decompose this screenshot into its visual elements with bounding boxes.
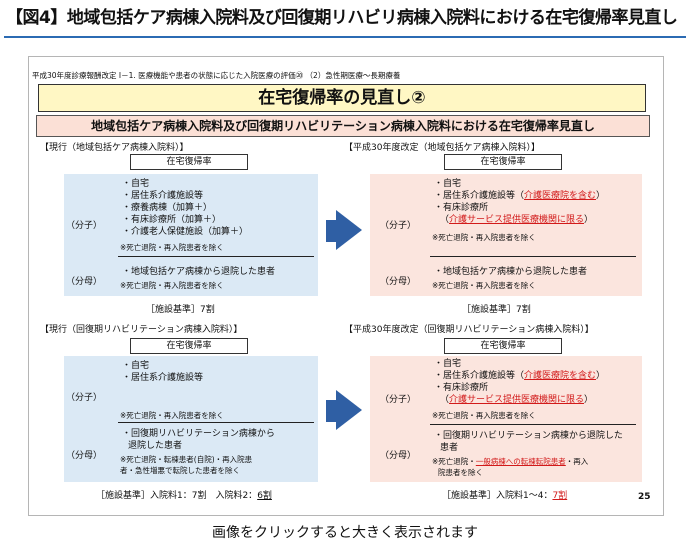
list-text: ・居住系介護施設等（ <box>434 191 525 201</box>
numerator-label: （分子） <box>380 221 417 231</box>
slide-header-line: 平成30年度診療報酬改定 Ⅰ－1. 医療機能や患者の状態に応じた入院医療の評価⑳… <box>32 71 401 80</box>
formula-box <box>370 174 642 296</box>
note-line: 院患者を除く <box>438 468 483 477</box>
list-item: ・介護老人保健施設（加算＋） <box>122 227 249 237</box>
list-item: ・回復期リハビリテーション病棟から退院した <box>434 431 623 441</box>
rate-label: 在宅復帰率 <box>130 154 248 170</box>
basis-text: ［施設基準］入院料1～4： <box>442 491 553 501</box>
list-item: ・有床診療所（加算＋） <box>122 215 222 225</box>
note-text: ※死亡退院・ <box>432 457 476 466</box>
rate-label: 在宅復帰率 <box>130 338 248 354</box>
list-text: ） <box>596 191 606 201</box>
numerator-note: ※死亡退院・再入院患者を除く <box>120 411 224 420</box>
list-item: ・自宅 <box>122 361 150 371</box>
basis-text: ［施設基準］入院料1：7割 入院料2： <box>96 491 258 501</box>
denominator-label: （分母） <box>380 277 417 287</box>
numerator-label: （分子） <box>66 393 103 403</box>
facility-basis: ［施設基準］入院料1～4：7割 <box>442 488 567 501</box>
list-text: ） <box>584 395 594 405</box>
right-arrow-icon <box>336 390 362 430</box>
highlight-text: 介護医療院を含む <box>524 191 597 201</box>
fraction-line <box>118 422 314 423</box>
numerator-list: ・自宅 ・居住系介護施設等（介護医療院を含む） ・有床診療所 （介護サービス提供… <box>434 358 605 406</box>
list-text: ） <box>596 371 606 381</box>
denominator-list: ・回復期リハビリテーション病棟から退院した 患者 <box>434 430 623 454</box>
facility-basis: ［施設基準］7割 <box>462 305 531 315</box>
figure-title: 【図4】地域包括ケア病棟入院料及び回復期リハビリ病棟入院料における在宅復帰率見直… <box>6 8 678 28</box>
note-line: 者・急性増悪で転院した患者を除く <box>120 466 240 475</box>
basis-highlight: 6割 <box>257 491 272 501</box>
sub-banner: 地域包括ケア病棟入院料及び回復期リハビリテーション病棟入院料における在宅復帰率見… <box>36 115 650 137</box>
list-text: （ <box>440 395 450 405</box>
denominator-list: ・回復期リハビリテーション病棟から 退院した患者 <box>122 428 275 452</box>
numerator-note: ※死亡退院・再入院患者を除く <box>432 233 536 242</box>
numerator-label: （分子） <box>66 221 103 231</box>
note-line: ※死亡退院・一般病棟への転棟転院患者・再入 <box>432 456 588 467</box>
numerator-list: ・自宅 ・居住系介護施設等 <box>122 360 203 384</box>
formula-box <box>64 356 318 482</box>
section-heading: 【現行（地域包括ケア病棟入院料）】 <box>40 143 189 153</box>
click-to-enlarge-caption[interactable]: 画像をクリックすると大きく表示されます <box>212 525 478 541</box>
list-item: （介護サービス提供医療機関に限る） <box>434 214 605 226</box>
list-item: 退院した患者 <box>128 441 183 451</box>
list-item: ・有床診療所 <box>434 203 489 213</box>
highlight-text: 介護サービス提供医療機関に限る <box>449 395 585 405</box>
rate-label: 在宅復帰率 <box>444 154 562 170</box>
list-item: ・自宅 <box>434 359 462 369</box>
section-heading: 【現行（回復期リハビリテーション病棟入院料）】 <box>40 325 243 335</box>
fraction-line <box>430 424 636 425</box>
formula-box <box>64 174 318 296</box>
list-text: ） <box>584 215 594 225</box>
facility-basis: ［施設基準］入院料1：7割 入院料2：6割 <box>96 488 272 501</box>
highlight-text: 介護サービス提供医療機関に限る <box>449 215 585 225</box>
section-heading: 【平成30年度改定（回復期リハビリテーション病棟入院料）】 <box>344 325 594 335</box>
denominator-label: （分母） <box>380 451 417 461</box>
list-item: ・居住系介護施設等 <box>122 373 204 383</box>
note-line: ※死亡退院・転棟患者(自院)・再入院患 <box>120 455 253 464</box>
list-item: ・回復期リハビリテーション病棟から <box>122 429 275 439</box>
basis-highlight: 7割 <box>552 491 568 501</box>
list-item: ・有床診療所 <box>434 383 489 393</box>
arrow-shaft <box>326 220 338 242</box>
list-item: （介護サービス提供医療機関に限る） <box>434 394 605 406</box>
highlight-text: 一般病棟への転棟転院患者 <box>475 457 566 466</box>
facility-basis: ［施設基準］7割 <box>146 305 215 315</box>
highlight-text: 介護医療院を含む <box>524 371 597 381</box>
list-item: ・療養病棟（加算＋） <box>122 203 213 213</box>
list-item: ・居住系介護施設等（介護医療院を含む） <box>434 190 605 202</box>
list-item: ・自宅 <box>434 179 462 189</box>
list-item: ・自宅 <box>122 179 150 189</box>
denominator-note: ※死亡退院・再入院患者を除く <box>432 281 536 290</box>
slide-title: 在宅復帰率の見直し② <box>38 84 646 112</box>
fraction-line <box>118 256 314 257</box>
numerator-list: ・自宅 ・居住系介護施設等 ・療養病棟（加算＋） ・有床診療所（加算＋） ・介護… <box>122 178 248 238</box>
page-number: 25 <box>638 492 651 502</box>
list-text: （ <box>440 215 450 225</box>
denominator-note: ※死亡退院・転棟患者(自院)・再入院患 者・急性増悪で転院した患者を除く <box>120 454 252 476</box>
list-item: ・居住系介護施設等（介護医療院を含む） <box>434 370 605 382</box>
denominator-label: （分母） <box>66 451 103 461</box>
list-item: 患者 <box>440 443 459 453</box>
numerator-note: ※死亡退院・再入院患者を除く <box>120 243 224 252</box>
list-item: ・居住系介護施設等 <box>122 191 204 201</box>
rate-label: 在宅復帰率 <box>444 338 562 354</box>
denominator-note: ※死亡退院・一般病棟への転棟転院患者・再入 院患者を除く <box>432 456 588 478</box>
denominator-label: （分母） <box>66 277 103 287</box>
right-arrow-icon <box>336 210 362 250</box>
denominator-item: ・地域包括ケア病棟から退院した患者 <box>434 267 588 277</box>
note-text: ・再入 <box>565 457 589 466</box>
fraction-line <box>430 256 636 257</box>
title-divider <box>4 36 686 38</box>
numerator-label: （分子） <box>380 395 417 405</box>
list-text: ・居住系介護施設等（ <box>434 371 525 381</box>
arrow-shaft <box>326 400 338 422</box>
denominator-item: ・地域包括ケア病棟から退院した患者 <box>122 267 276 277</box>
formula-box <box>370 356 642 482</box>
denominator-note: ※死亡退院・再入院患者を除く <box>120 281 224 290</box>
section-heading: 【平成30年度改定（地域包括ケア病棟入院料）】 <box>344 143 540 153</box>
numerator-list: ・自宅 ・居住系介護施設等（介護医療院を含む） ・有床診療所 （介護サービス提供… <box>434 178 605 226</box>
numerator-note: ※死亡退院・再入院患者を除く <box>432 411 536 420</box>
